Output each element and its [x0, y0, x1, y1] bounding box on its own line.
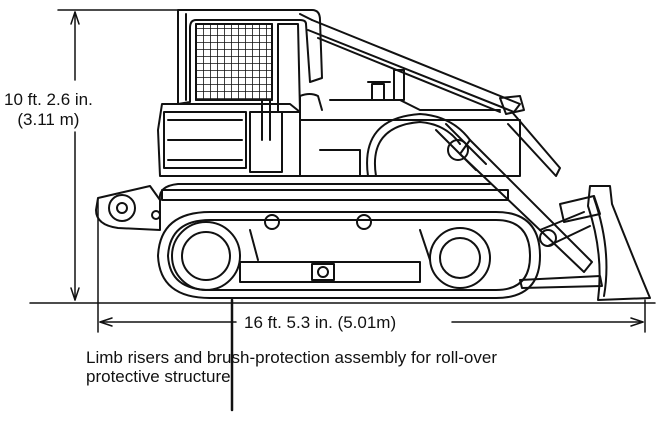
height-imperial: 10 ft. 2.6 in. [4, 90, 93, 109]
height-dimension [57, 9, 201, 301]
rear-sprocket [171, 221, 241, 291]
height-dimension-label: 10 ft. 2.6 in. (3.11 m) [4, 90, 93, 130]
caption-line-2: protective structure [86, 367, 231, 386]
lift-hoses [366, 113, 487, 177]
length-dimension-label: 16 ft. 5.3 in. (5.01m) [240, 313, 401, 333]
rear-drawbar [95, 185, 161, 231]
limb-risers [307, 19, 525, 115]
figure-caption: Limb risers and brush-protection assembl… [86, 348, 646, 386]
engine-body [157, 69, 521, 177]
track [157, 183, 541, 299]
cab-window-mesh [195, 23, 273, 101]
caption-line-1: Limb risers and brush-protection assembl… [86, 348, 497, 367]
length-dimension [97, 197, 646, 333]
dozer-blade [519, 185, 651, 301]
push-arm [459, 111, 593, 273]
height-metric: (3.11 m) [17, 110, 80, 129]
rops-cab [177, 9, 323, 141]
